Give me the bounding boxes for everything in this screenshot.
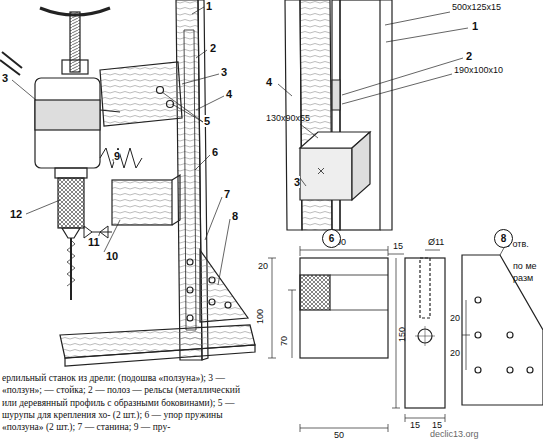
callout-number: 6 [212,146,218,158]
dimension: 20 [450,349,460,359]
dimension: 20 [258,262,268,272]
dimension: 150 [398,327,408,342]
callout-number: 10 [106,250,118,262]
callout-number: 7 [224,188,230,200]
dimension: 20 [450,314,460,324]
part-number-circle: 6 [322,229,341,248]
callout-number: 3 [294,176,300,188]
callout-number: 1 [472,20,478,32]
dimension: 130x90x55 [266,114,310,124]
dimension: 15 [410,421,420,431]
dimension: разм [513,274,533,284]
part-number: 6 [329,233,335,244]
dimension: 100 [256,309,266,324]
part-number: 8 [501,233,507,244]
dimension: Ø11 [428,238,444,248]
callout-number: 8 [232,210,238,222]
callout-number: 2 [466,50,472,62]
part-number-circle: 8 [494,229,513,248]
watermark: declic13.org [430,430,479,440]
callout-number: 3 [221,66,227,78]
callout-number: 11 [88,236,100,248]
part-6-drawing [268,246,445,432]
callout-number: 4 [226,88,232,100]
dimension: 50 [334,431,344,441]
callout-number: 5 [204,115,210,127]
callout-number: 3 [2,72,8,84]
callout-number: 12 [10,208,22,220]
callout-number: 2 [210,42,216,54]
callout-number: 9 [114,150,120,162]
drill-stand-illustration [0,0,255,366]
part-8-drawing [462,246,543,405]
dimension: 190x100x10 [454,66,503,76]
dimension: 70 [280,336,290,346]
dimension: по ме [513,262,537,272]
callout-number: 4 [266,76,272,88]
callout-number: 1 [206,0,212,12]
figure-caption: ерлильный станок из дрели: (подошва «пол… [2,372,252,434]
dimension: 15 [393,242,403,252]
dimension: 500x125x15 [452,3,501,13]
